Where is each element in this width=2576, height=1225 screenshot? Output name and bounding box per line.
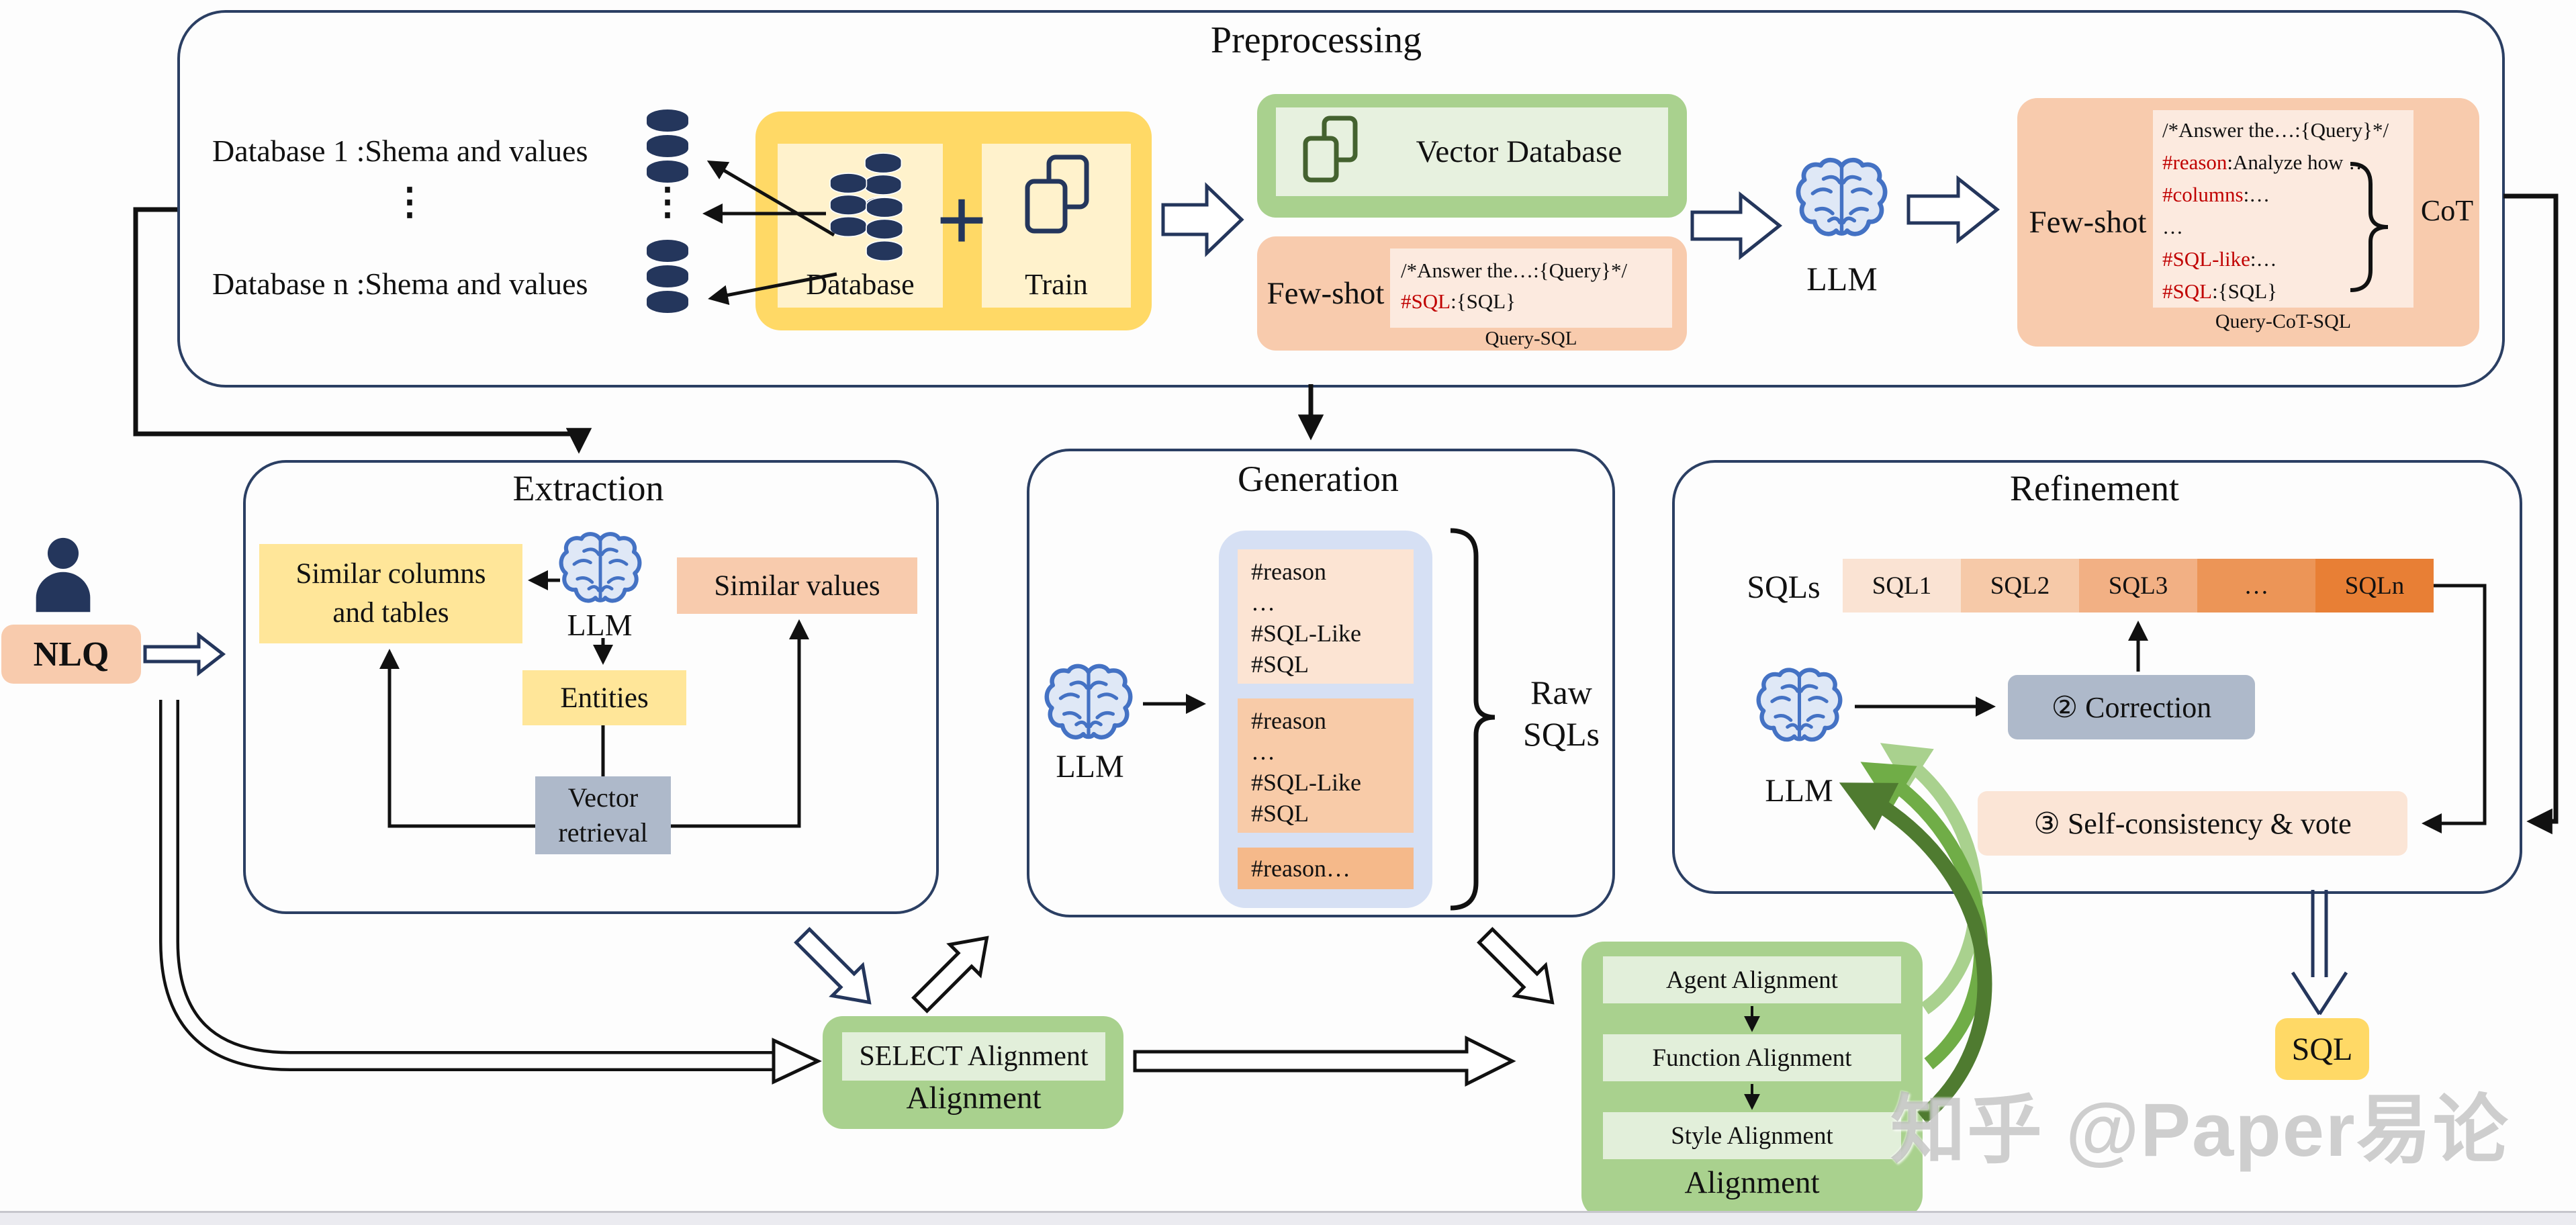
card3-line1: #reason… <box>1251 855 1350 882</box>
generation-title: Generation <box>1238 459 1399 499</box>
databasen-label: Database n :Shema and values <box>212 267 588 301</box>
function-alignment-box: Function Alignment <box>1603 1034 1901 1081</box>
cot-line2: #reason:Analyze how … <box>2162 146 2413 179</box>
card1-line4: #SQL <box>1251 651 1309 678</box>
arrow-extraction-to-select <box>794 927 872 1005</box>
card2-line1: #reason <box>1251 707 1326 734</box>
cot-line6: #SQL:{SQL} <box>2162 275 2413 308</box>
plus-sign: + <box>935 170 988 271</box>
raw-sqls-line2: SQLs <box>1523 715 1600 753</box>
card1-line2: … <box>1251 589 1275 616</box>
card2-line3: #SQL-Like <box>1251 769 1361 796</box>
style-alignment-box: Style Alignment <box>1603 1112 1901 1159</box>
cot-sqllike-key: #SQL-like <box>2162 247 2250 271</box>
database-panel-label: Database <box>806 268 915 301</box>
raw-sql-card-2: #reason … #SQL-Like #SQL <box>1238 698 1414 833</box>
final-sql-box: SQL <box>2275 1018 2369 1080</box>
fewshot-cot-label: Few-shot <box>2029 205 2147 240</box>
alignment-group-label: Alignment <box>1684 1165 1820 1200</box>
card2-line4: #SQL <box>1251 800 1309 827</box>
qs-sql-val: :{SQL} <box>1451 289 1516 313</box>
user-icon <box>36 537 91 612</box>
bottom-bar <box>0 1211 2576 1225</box>
card1-line3: #SQL-Like <box>1251 620 1361 647</box>
card2-line2: … <box>1251 738 1275 765</box>
zhihu-watermark: 知乎 @Paper易论 <box>1890 1088 2510 1172</box>
sql-strip-cell-3: SQL3 <box>2079 559 2197 612</box>
arrow-select-to-alignment-group <box>1133 1035 1516 1087</box>
cot-reason-val: :Analyze how … <box>2227 150 2370 174</box>
cot-line4: … <box>2162 215 2183 238</box>
query-sql-caption: Query-SQL <box>1485 328 1577 349</box>
similar-values-box: Similar values <box>677 557 917 614</box>
llm-label-generation: LLM <box>1056 749 1124 784</box>
select-alignment-inner: SELECT Alignment <box>842 1032 1105 1081</box>
refinement-to-sql-arrow <box>2291 890 2348 1015</box>
query-cot-sql-caption: Query-CoT-SQL <box>2215 310 2352 332</box>
sql-strip-cell-1: SQL1 <box>1843 559 1961 612</box>
raw-sqls-line1: Raw <box>1530 674 1592 711</box>
sql-strip-cell-2: SQL2 <box>1961 559 2079 612</box>
similar-columns-box: Similar columns and tables <box>259 544 522 643</box>
database-list-ellipsis: ⋮ <box>391 181 428 223</box>
raw-sql-card-1: #reason … #SQL-Like #SQL <box>1238 549 1414 684</box>
select-alignment-label: Alignment <box>906 1081 1042 1116</box>
raw-sqls-label: Raw SQLs <box>1498 672 1625 755</box>
similar-columns-line2: and tables <box>332 597 449 629</box>
vector-retrieval-box: Vector retrieval <box>535 776 671 854</box>
train-panel-label: Train <box>1025 268 1088 301</box>
extraction-title: Extraction <box>512 468 664 508</box>
cot-sql-val: :{SQL} <box>2212 279 2278 303</box>
cot-columns-key: #columns <box>2162 183 2244 206</box>
nlq-channel-arrowhead <box>772 1038 822 1085</box>
preprocessing-title: Preprocessing <box>1210 19 1422 61</box>
arrow-nlq-to-extraction <box>143 631 226 677</box>
llm-label-preprocessing: LLM <box>1806 260 1878 298</box>
qs-line2: #SQL:{SQL} <box>1401 286 1661 317</box>
fewshot-cot-inner: /*Answer the…:{Query}*/ #reason:Analyze … <box>2153 110 2413 308</box>
db-icons-ellipsis: ⋮ <box>649 181 686 223</box>
vector-retrieval-line2: retrieval <box>558 817 648 848</box>
cot-line3: #columns:… <box>2162 179 2413 211</box>
card1-line1: #reason <box>1251 558 1326 585</box>
generation-section-box <box>1027 449 1615 917</box>
arrow-select-to-generation <box>911 936 989 1013</box>
fewshot-query-sql-inner: /*Answer the…:{Query}*/ #SQL:{SQL} <box>1390 248 1672 328</box>
cot-brace-label: CoT <box>2420 194 2474 227</box>
fewshot-query-sql-label: Few-shot <box>1267 276 1385 311</box>
agent-alignment-box: Agent Alignment <box>1603 956 1901 1003</box>
correction-box: ② Correction <box>2008 675 2255 739</box>
cot-columns-val: :… <box>2243 183 2270 206</box>
vector-retrieval-line1: Vector <box>567 782 639 813</box>
self-consistency-box: ③ Self-consistency & vote <box>1978 791 2407 856</box>
vector-database-label: Vector Database <box>1416 134 1622 169</box>
sqls-strip-label: SQLs <box>1747 569 1821 605</box>
qs-sql-key: #SQL <box>1401 289 1451 313</box>
similar-columns-line1: Similar columns <box>295 557 486 590</box>
cot-line1: /*Answer the…:{Query}*/ <box>2162 118 2389 142</box>
database1-label: Database 1 :Shema and values <box>212 134 588 168</box>
cot-reason-key: #reason <box>2162 150 2227 174</box>
refinement-title: Refinement <box>2010 468 2179 508</box>
nlq-box: NLQ <box>1 625 141 684</box>
cot-line5: #SQL-like:… <box>2162 243 2413 275</box>
sql-strip-cell-5: SQLn <box>2315 559 2434 612</box>
cot-sql-key: #SQL <box>2162 279 2213 303</box>
sql-strip-cell-4: … <box>2197 559 2315 612</box>
cot-sqllike-val: :… <box>2250 247 2277 271</box>
arrow-generation-to-alignment <box>1477 927 1555 1005</box>
qs-line1: /*Answer the…:{Query}*/ <box>1401 259 1628 282</box>
entities-box: Entities <box>522 670 686 725</box>
raw-sql-card-3: #reason… <box>1238 848 1414 889</box>
llm-label-refinement: LLM <box>1765 773 1833 809</box>
llm-label-extraction: LLM <box>567 608 633 642</box>
